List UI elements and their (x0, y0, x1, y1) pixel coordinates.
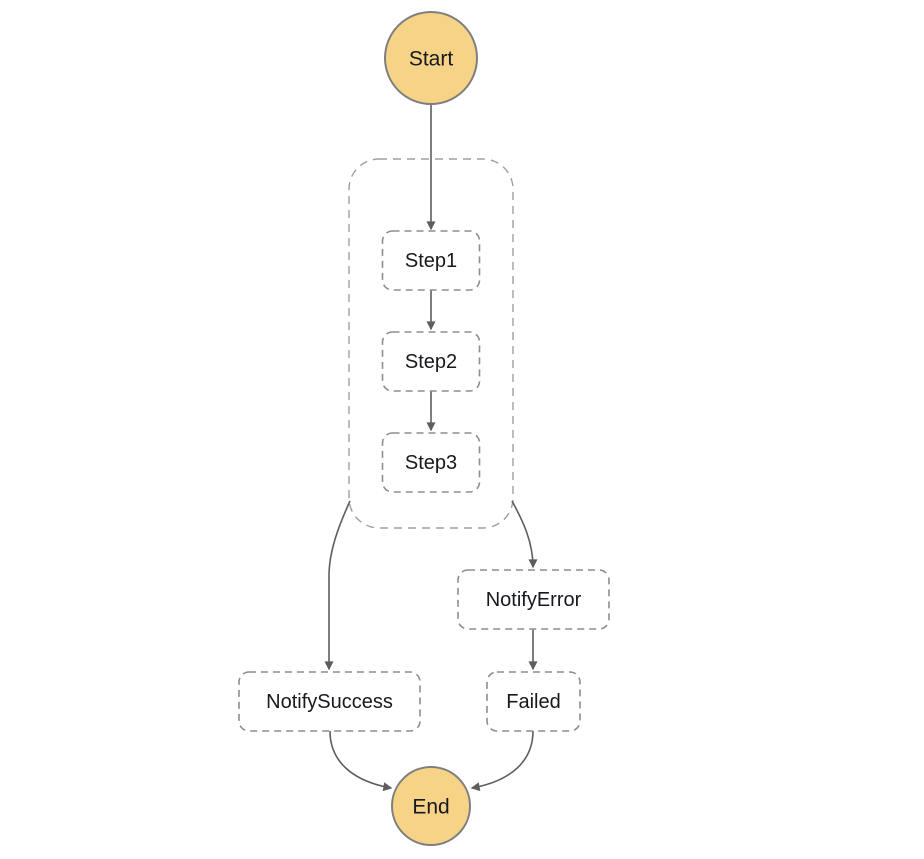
notifyerror-label: NotifyError (486, 589, 582, 611)
node-end[interactable]: End (391, 766, 471, 846)
step3-box[interactable] (381, 432, 481, 493)
start-circle[interactable] (384, 11, 478, 105)
failed-box[interactable] (486, 671, 581, 732)
node-notifyerror[interactable]: NotifyError (457, 569, 610, 630)
edge-failed-to-end (470, 730, 534, 792)
node-step2[interactable]: Step2 (381, 331, 481, 392)
end-circle[interactable] (391, 766, 471, 846)
node-step3[interactable]: Step3 (381, 432, 481, 493)
node-start[interactable]: Start (384, 11, 478, 105)
edge-group-to-notifyerror (511, 500, 538, 569)
notifysuccess-box[interactable] (238, 671, 421, 732)
step3-label: Step3 (405, 452, 457, 474)
node-notifysuccess[interactable]: NotifySuccess (238, 671, 421, 732)
step2-box[interactable] (381, 331, 481, 392)
edge-group-to-notifysuccess (324, 500, 351, 671)
node-step1[interactable]: Step1 (381, 230, 481, 291)
node-failed[interactable]: Failed (486, 671, 581, 732)
step2-label: Step2 (405, 351, 457, 373)
notifyerror-box[interactable] (457, 569, 610, 630)
failed-label: Failed (506, 691, 560, 713)
edges (324, 105, 538, 792)
step1-label: Step1 (405, 250, 457, 272)
edge-notifysuccess-to-end (329, 730, 393, 792)
step1-box[interactable] (381, 230, 481, 291)
step-group-container (348, 158, 514, 529)
start-label: Start (409, 48, 454, 71)
end-label: End (412, 796, 449, 819)
notifysuccess-label: NotifySuccess (266, 691, 393, 713)
